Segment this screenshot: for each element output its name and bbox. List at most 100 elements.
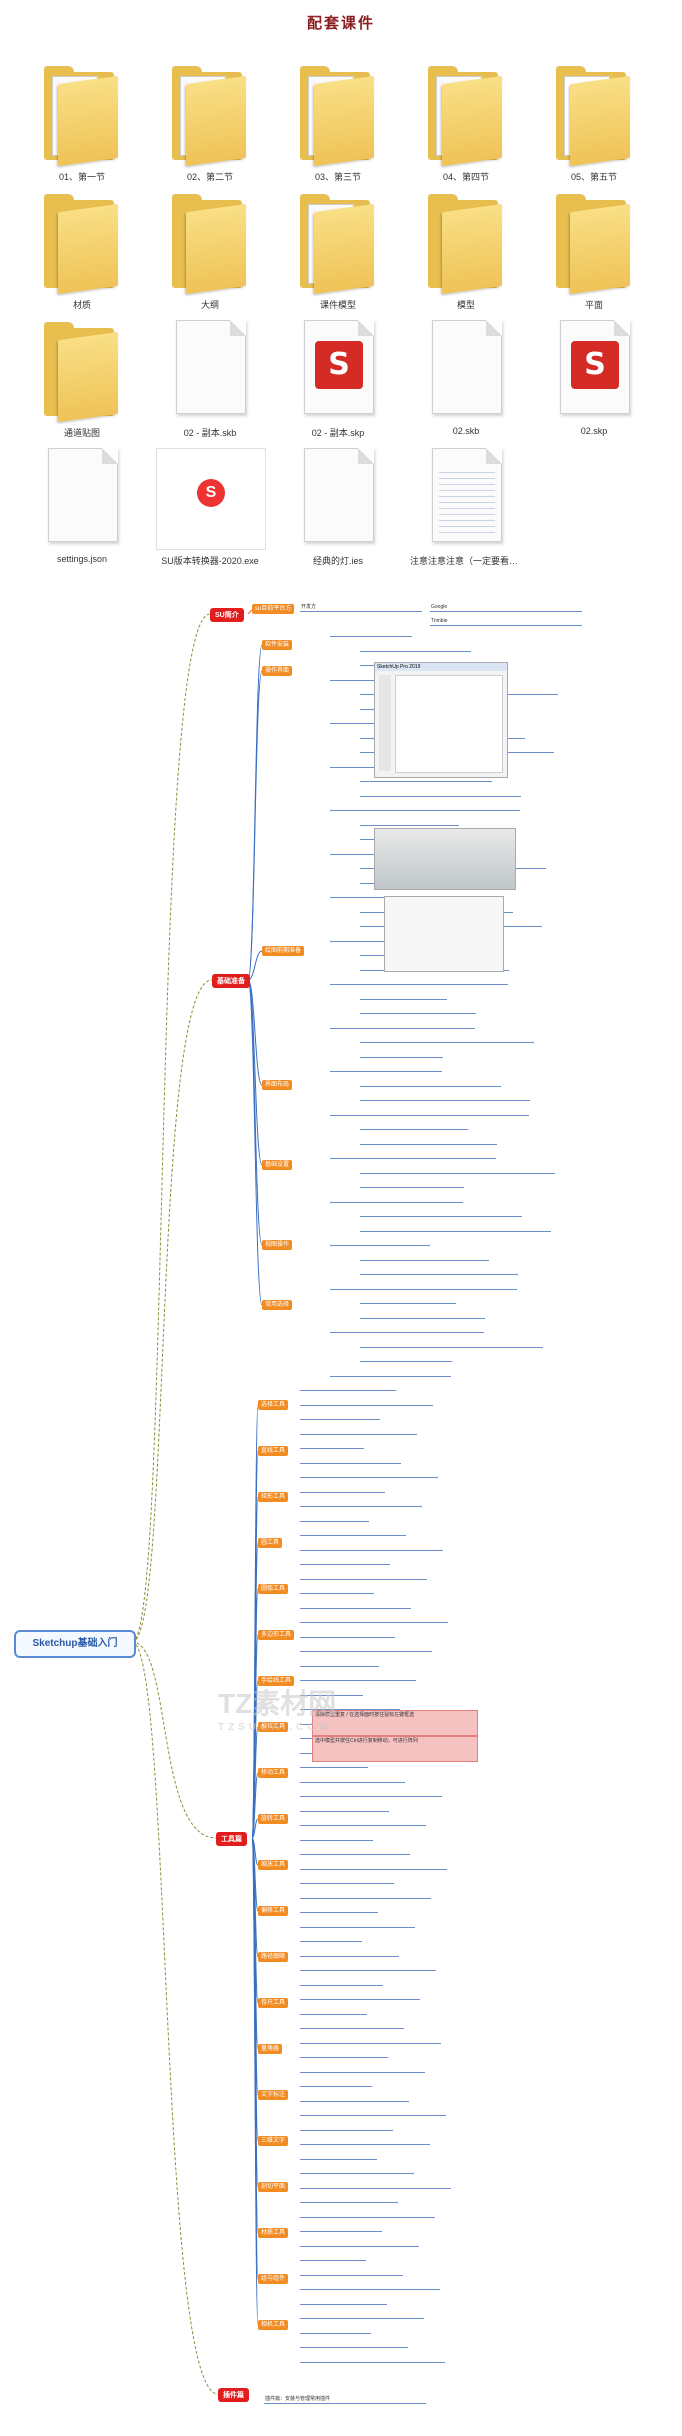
leaf-line xyxy=(300,2182,451,2189)
category-basics[interactable]: 基础准备 xyxy=(212,974,250,988)
intro-text: Trimble xyxy=(430,618,582,626)
mind-map-link xyxy=(131,1641,219,2395)
leaf-line xyxy=(330,935,421,942)
file-item[interactable]: 04、第四节 xyxy=(410,58,522,184)
file-item[interactable]: 05、第五节 xyxy=(538,58,650,184)
tool-tag[interactable]: 圆弧工具 xyxy=(258,1584,289,1594)
tool-tag[interactable]: 偏移工具 xyxy=(258,1906,289,1916)
leaf-line xyxy=(300,1544,443,1551)
tool-tag[interactable]: 手绘线工具 xyxy=(258,1676,295,1686)
folder-icon xyxy=(428,194,502,295)
tool-tag[interactable]: 推拉工具 xyxy=(258,1722,289,1732)
leaf-line xyxy=(300,2312,424,2319)
panel-screenshot xyxy=(384,896,504,972)
folder-icon xyxy=(44,66,118,167)
file-item[interactable]: S SU版本转换器-2020.exe xyxy=(154,442,266,568)
tool-tag[interactable]: 卷尺工具 xyxy=(258,1998,289,2008)
folder-icon xyxy=(556,194,630,295)
file-item[interactable]: 通道贴图 xyxy=(26,314,138,440)
tool-tag[interactable]: 组与组件 xyxy=(258,2274,289,2284)
file-item[interactable]: 02 - 副本.skb xyxy=(154,314,266,440)
file-item[interactable]: 01、第一节 xyxy=(26,58,138,184)
leaf-line xyxy=(330,1022,475,1029)
category-intro[interactable]: SU简介 xyxy=(210,608,244,622)
category-tools[interactable]: 工具篇 xyxy=(216,1832,247,1846)
leaf-line xyxy=(300,2124,393,2131)
leaf-line xyxy=(360,1036,534,1043)
tool-tag[interactable]: 量角器 xyxy=(258,2044,283,2054)
folder-icon xyxy=(428,66,502,167)
leaf-line xyxy=(300,2095,409,2102)
leaf-line xyxy=(360,1007,476,1014)
basics-tag[interactable]: 软件安装 xyxy=(262,640,293,650)
exe-file-icon: S xyxy=(156,448,266,550)
file-label: SU版本转换器-2020.exe xyxy=(161,556,259,566)
blank-file-icon xyxy=(48,448,118,542)
leaf-line xyxy=(360,993,447,1000)
leaf-line xyxy=(300,1790,442,1797)
tool-tag[interactable]: 相机工具 xyxy=(258,2320,289,2330)
tool-tag[interactable]: 选择工具 xyxy=(258,1400,289,1410)
leaf-line xyxy=(300,1573,427,1580)
leaf-line xyxy=(360,645,471,652)
file-item[interactable]: 02.skb xyxy=(410,314,522,440)
leaf-line xyxy=(300,2298,387,2305)
tool-tag[interactable]: 矩形工具 xyxy=(258,1492,289,1502)
blank-file-icon xyxy=(432,320,502,414)
file-label: 02 - 副本.skp xyxy=(311,428,365,438)
tool-tag[interactable]: 移动工具 xyxy=(258,1768,289,1778)
file-item[interactable]: 注意注意注意（一定要看）.txt xyxy=(410,442,522,568)
basics-tag[interactable]: 常用选择 xyxy=(262,1300,293,1310)
leaf-line xyxy=(330,978,508,985)
mind-map-root[interactable]: Sketchup基础入门 xyxy=(14,1630,136,1658)
tool-tag[interactable]: 剖切平面 xyxy=(258,2182,289,2192)
file-label: 04、第四节 xyxy=(442,172,489,182)
file-item[interactable]: 02、第二节 xyxy=(154,58,266,184)
mind-map-links xyxy=(131,609,263,2395)
leaf-line xyxy=(330,630,412,637)
file-item[interactable]: 课件模型 xyxy=(282,186,394,312)
file-label: 材质 xyxy=(72,300,91,310)
basics-tag[interactable]: 视图操作 xyxy=(262,1240,293,1250)
basics-tag[interactable]: 基础设置 xyxy=(262,1160,293,1170)
category-plugins[interactable]: 插件篇 xyxy=(218,2388,249,2402)
leaf-line xyxy=(300,2080,372,2087)
leaf-line xyxy=(330,1326,484,1333)
tool-tag[interactable]: 材质工具 xyxy=(258,2228,289,2238)
basics-tag[interactable]: 绘图前期准备 xyxy=(262,946,305,956)
tool-tag[interactable]: 三维文字 xyxy=(258,2136,289,2146)
leaf-line xyxy=(300,1645,432,1652)
file-label: 经典的灯.ies xyxy=(312,556,363,566)
tool-tag[interactable]: 直线工具 xyxy=(258,1446,289,1456)
tool-tag[interactable]: 文字标注 xyxy=(258,2090,289,2100)
watermark-main: TZ素材网 xyxy=(218,1688,337,1719)
file-item[interactable]: settings.json xyxy=(26,442,138,568)
file-item[interactable]: 材质 xyxy=(26,186,138,312)
leaf-line xyxy=(300,1834,373,1841)
file-item[interactable]: 平面 xyxy=(538,186,650,312)
leaf-line xyxy=(300,1631,395,1638)
tool-tag[interactable]: 缩放工具 xyxy=(258,1860,289,1870)
tool-tag[interactable]: 多边形工具 xyxy=(258,1630,295,1640)
text-file-icon xyxy=(432,448,502,542)
blank-file-icon xyxy=(304,448,374,542)
basics-tag[interactable]: 界面布局 xyxy=(262,1080,293,1090)
leaf-line xyxy=(360,1297,456,1304)
leaf-line xyxy=(300,1993,420,2000)
leaf-line xyxy=(360,1268,518,1275)
mind-map-link xyxy=(251,1818,259,1839)
leaf-line xyxy=(300,1906,378,1913)
file-item[interactable]: 经典的灯.ies xyxy=(282,442,394,568)
file-item[interactable]: 模型 xyxy=(410,186,522,312)
leaf-line xyxy=(300,1964,436,1971)
leaf-line xyxy=(300,1674,416,1681)
tool-tag[interactable]: 圆工具 xyxy=(258,1538,283,1548)
tool-tag[interactable]: 旋转工具 xyxy=(258,1814,289,1824)
tool-tag[interactable]: 路径跟随 xyxy=(258,1952,289,1962)
file-item[interactable]: 大纲 xyxy=(154,186,266,312)
file-label: 02.skb xyxy=(452,426,480,436)
file-item[interactable]: 03、第三节 xyxy=(282,58,394,184)
basics-tag[interactable]: 操作界面 xyxy=(262,666,293,676)
